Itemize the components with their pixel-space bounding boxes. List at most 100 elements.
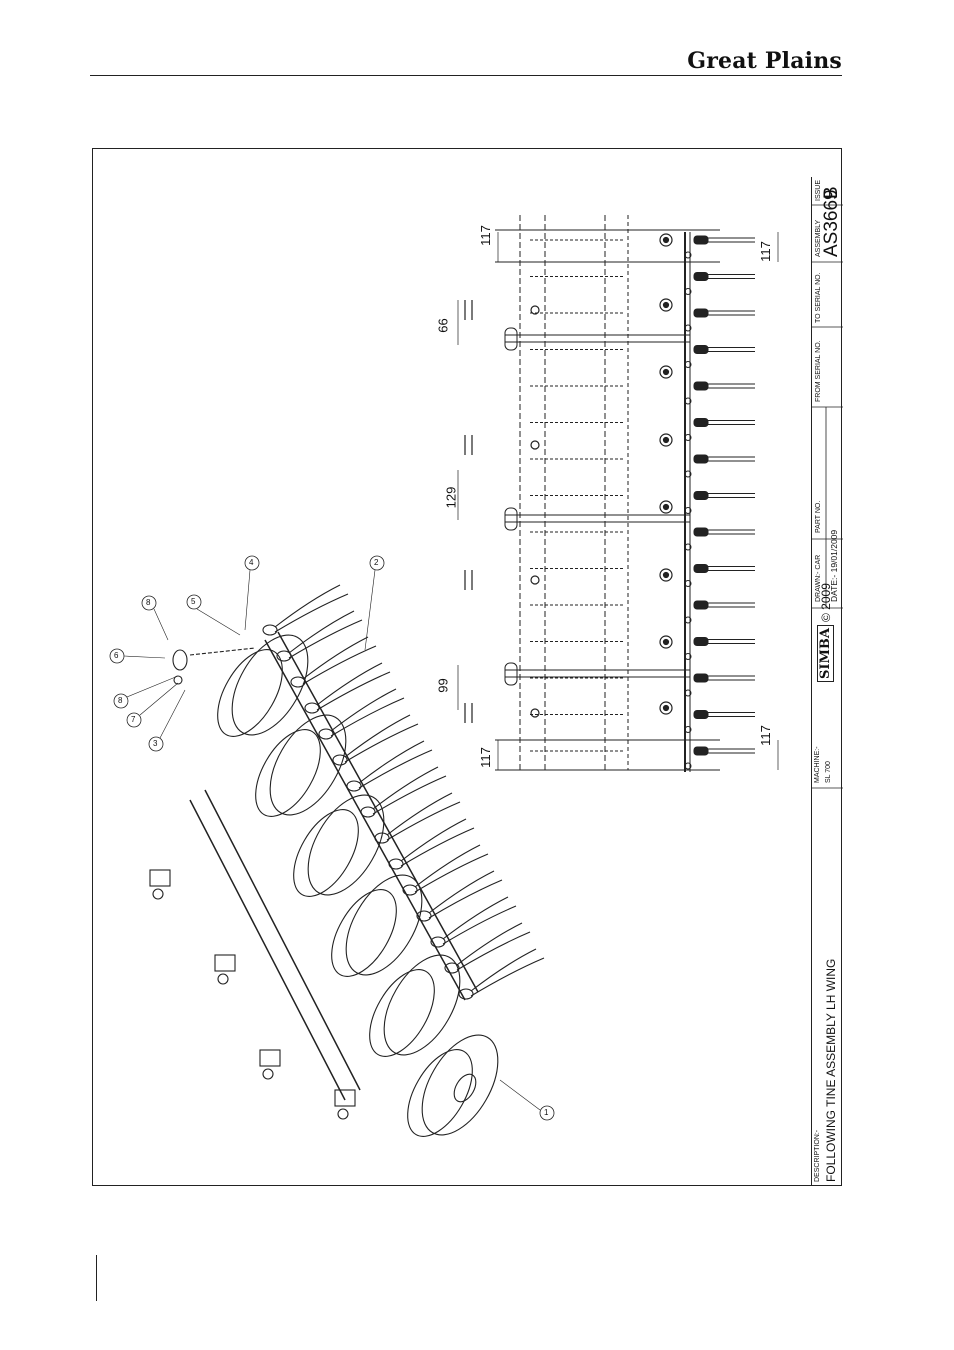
from-serial-label: FROM SERIAL NO. (815, 340, 822, 402)
circle-stroke (664, 505, 669, 510)
rect-stroke (694, 747, 708, 755)
to-serial-label: TO SERIAL NO. (815, 272, 822, 323)
path-stroke (373, 776, 446, 814)
rect-stroke (694, 455, 708, 463)
footer-rule (96, 1255, 97, 1301)
ellipse-stroke (369, 942, 476, 1067)
path-stroke (401, 819, 466, 861)
circle-stroke (664, 573, 669, 578)
rect-stroke (694, 528, 708, 536)
path-stroke (443, 906, 516, 944)
circle-stroke (664, 706, 669, 711)
path-stroke (317, 672, 390, 710)
path-stroke (303, 637, 368, 679)
simba-logo: SIMBA (817, 625, 834, 682)
path-stroke (359, 750, 432, 788)
circle-stroke (531, 441, 539, 449)
rect-stroke (694, 236, 708, 244)
path-stroke (359, 741, 424, 783)
path-stroke (331, 689, 396, 731)
circle-stroke (263, 1069, 273, 1079)
circle-stroke (664, 438, 669, 443)
rect-stroke (260, 1050, 280, 1066)
rect-stroke (694, 711, 708, 719)
circle-stroke (218, 974, 228, 984)
path-stroke (317, 663, 382, 705)
circle-stroke (153, 889, 163, 899)
rect-stroke (215, 955, 235, 971)
balloon-4: 4 (249, 558, 253, 567)
path-stroke (415, 854, 488, 892)
ellipse-stroke (204, 639, 295, 747)
balloon-7: 7 (131, 715, 135, 724)
ellipse-stroke (255, 702, 362, 827)
dim-129: 129 (443, 487, 458, 509)
path-stroke (429, 871, 494, 913)
balloon-8-bottom: 8 (118, 696, 122, 705)
rect-stroke (694, 346, 708, 354)
rect-stroke (694, 382, 708, 390)
balloon-1: 1 (544, 1108, 548, 1117)
rect-stroke (694, 492, 708, 500)
path-stroke (275, 594, 348, 632)
line-stroke (205, 790, 360, 1090)
path-stroke (387, 793, 452, 835)
path-stroke (275, 585, 340, 627)
path-stroke (373, 767, 438, 809)
path-stroke (457, 923, 522, 965)
path-stroke (443, 897, 508, 939)
path-stroke (345, 724, 418, 762)
rect-stroke (694, 565, 708, 573)
part-no-label: PART NO. (815, 501, 822, 533)
rect-stroke (694, 674, 708, 682)
path-stroke (401, 828, 474, 866)
machine-label: MACHINE:- (814, 746, 821, 783)
balloon-8-top: 8 (146, 598, 150, 607)
path-stroke (345, 715, 410, 757)
path-stroke (387, 802, 460, 840)
issue-value: B (821, 186, 843, 199)
dim-117-top-right: 117 (758, 241, 773, 262)
description-label: DESCRIPTION:- (814, 1130, 821, 1182)
machine-value: SL 700 (825, 761, 832, 783)
ellipse-stroke (450, 1071, 481, 1106)
path-stroke (457, 932, 530, 970)
circle-stroke (664, 640, 669, 645)
balloon-6: 6 (114, 651, 118, 660)
path-stroke (429, 880, 502, 918)
description-value: FOLLOWING TINE ASSEMBLY LH WING (824, 959, 838, 1182)
path-stroke (415, 845, 480, 887)
line-stroke (190, 800, 345, 1100)
circle-stroke (664, 238, 669, 243)
ellipse-stroke (173, 650, 187, 670)
line-stroke (190, 648, 255, 655)
path-stroke (471, 949, 536, 991)
path-stroke (303, 646, 376, 684)
path-stroke (471, 958, 544, 996)
circle-stroke (531, 709, 539, 717)
balloon-2: 2 (374, 558, 378, 567)
balloon-5: 5 (191, 597, 195, 606)
rect-stroke (694, 419, 708, 427)
circle-stroke (664, 370, 669, 375)
ellipse-stroke (407, 1022, 514, 1147)
drawn-by: DRAWN:- CAR (815, 555, 822, 602)
rect-stroke (694, 309, 708, 317)
rect-stroke (694, 638, 708, 646)
dim-66: 66 (436, 318, 451, 332)
rect-stroke (694, 601, 708, 609)
circle-stroke (338, 1109, 348, 1119)
dim-117-bottom-right: 117 (758, 725, 773, 746)
drawing-date: DATE:- 19/01/2009 (829, 530, 839, 602)
circle-stroke (664, 303, 669, 308)
rect-stroke (335, 1090, 355, 1106)
dim-99: 99 (436, 678, 451, 692)
assembly-number: AS3669 (821, 189, 843, 257)
circle-stroke (531, 576, 539, 584)
balloon-3: 3 (153, 739, 157, 748)
dim-117-top-left: 117 (478, 225, 493, 246)
ellipse-stroke (331, 862, 438, 987)
title-block: DESCRIPTION:- FOLLOWING TINE ASSEMBLY LH… (811, 177, 842, 1186)
path-stroke (289, 611, 354, 653)
path-stroke (331, 698, 404, 736)
